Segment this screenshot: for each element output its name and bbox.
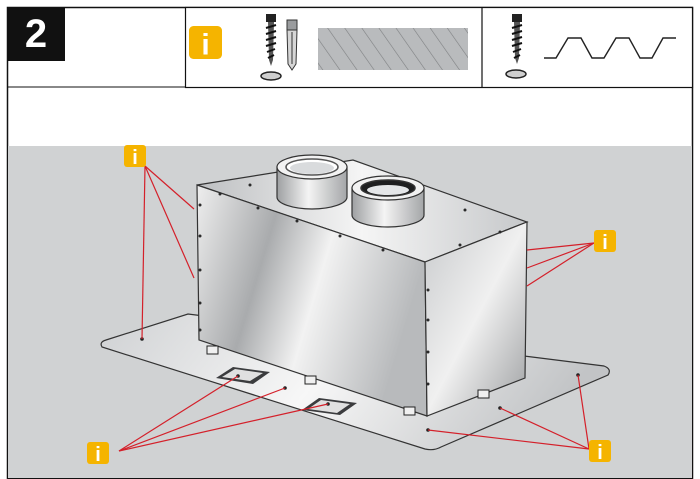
washer-icon-right xyxy=(505,69,527,79)
box-rivets xyxy=(198,174,502,386)
wall-plug-icon xyxy=(286,19,298,71)
plate-slot xyxy=(222,369,263,381)
info-icon xyxy=(589,440,611,464)
info-icon xyxy=(124,145,146,169)
info-icon xyxy=(87,442,109,466)
screw-icon xyxy=(265,14,277,66)
box-clip xyxy=(477,389,490,399)
box-side-face xyxy=(424,221,528,417)
box-clip xyxy=(206,345,219,355)
plate-slot xyxy=(308,400,350,413)
trapezoidal-sheet-icon xyxy=(544,37,676,59)
info-icon xyxy=(189,26,222,62)
exhaust-collar-right xyxy=(351,175,425,228)
fixing-materials-header xyxy=(184,6,694,89)
washer-icon xyxy=(260,71,282,81)
box-clip xyxy=(403,406,416,416)
box-clip xyxy=(304,375,317,385)
exhaust-collar-left xyxy=(276,154,348,210)
info-icon xyxy=(594,230,616,254)
info-leader-lines xyxy=(118,165,595,452)
concrete-hatch-icon xyxy=(318,28,468,70)
screw-icon-right xyxy=(511,14,523,64)
step-number-badge: 2 xyxy=(7,7,65,61)
